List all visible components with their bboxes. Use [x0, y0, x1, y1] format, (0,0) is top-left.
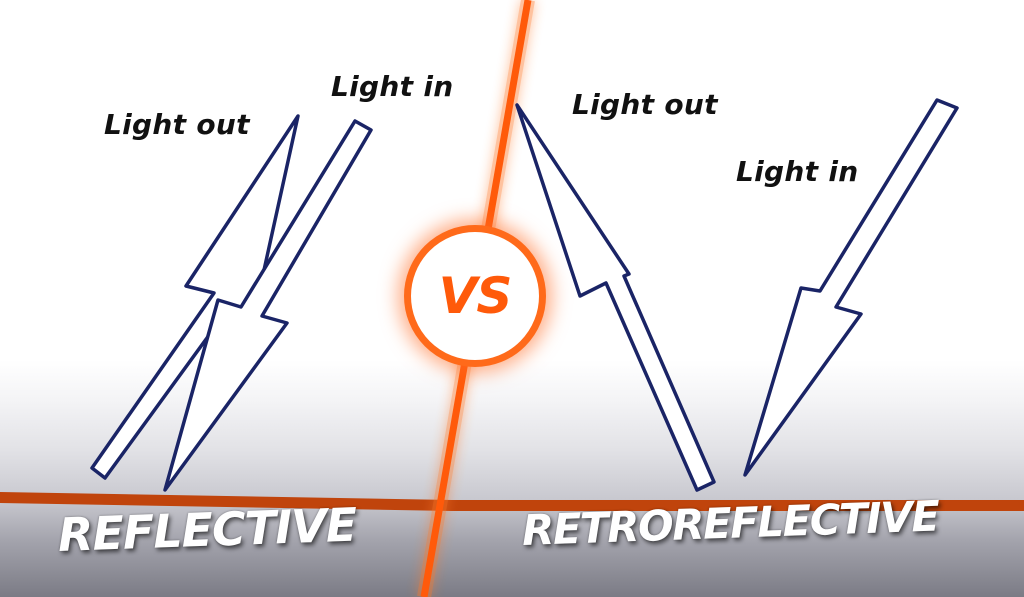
left-light-out-label: Light out [104, 108, 250, 141]
vs-badge: VS [404, 225, 546, 367]
right-light-out-arrow [515, 103, 716, 492]
right-light-in-label: Light in [736, 155, 859, 188]
vs-text: VS [438, 267, 513, 325]
left-light-in-arrow [163, 119, 373, 492]
right-light-out-label: Light out [572, 88, 718, 121]
left-surface-line [0, 492, 452, 511]
right-surface-line [452, 500, 1024, 511]
left-light-in-label: Light in [331, 70, 454, 103]
right-light-in-arrow [743, 98, 959, 477]
reflective-title: REFLECTIVE [57, 497, 358, 562]
